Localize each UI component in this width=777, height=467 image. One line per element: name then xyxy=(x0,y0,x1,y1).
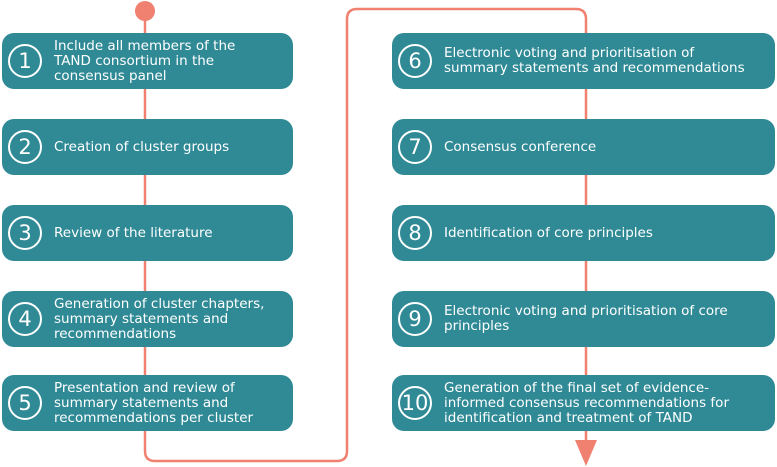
step-2: 2 Creation of cluster groups xyxy=(2,119,293,175)
step-4: 4 Generation of cluster chapters, summar… xyxy=(2,291,293,347)
step-1-text: Include all members of the TAND consorti… xyxy=(54,37,236,84)
step-8: 8 Identification of core principles xyxy=(392,205,775,261)
step-4-text: Generation of cluster chapters, summary … xyxy=(54,295,265,342)
step-6-text: Electronic voting and prioritisation of … xyxy=(444,45,745,76)
step-3-number: 3 xyxy=(8,216,42,250)
flow-start-dot xyxy=(135,1,155,21)
flow-end-arrowhead xyxy=(575,440,597,466)
step-1-number: 1 xyxy=(8,44,42,78)
step-8-number: 8 xyxy=(398,216,432,250)
step-7-number: 7 xyxy=(398,130,432,164)
step-6: 6 Electronic voting and prioritisation o… xyxy=(392,33,775,89)
step-2-number: 2 xyxy=(8,130,42,164)
step-9: 9 Electronic voting and prioritisation o… xyxy=(392,291,775,347)
step-10: 10 Generation of the final set of eviden… xyxy=(392,375,775,431)
step-5-text: Presentation and review of summary state… xyxy=(54,379,254,426)
step-4-number: 4 xyxy=(8,302,42,336)
step-5-number: 5 xyxy=(8,386,42,420)
step-7-text: Consensus conference xyxy=(444,138,597,155)
step-5: 5 Presentation and review of summary sta… xyxy=(2,375,293,431)
step-1: 1 Include all members of the TAND consor… xyxy=(2,33,293,89)
step-3-text: Review of the literature xyxy=(54,224,213,241)
step-7: 7 Consensus conference xyxy=(392,119,775,175)
step-6-number: 6 xyxy=(398,44,432,78)
step-10-text: Generation of the final set of evidence-… xyxy=(444,379,729,426)
step-8-text: Identification of core principles xyxy=(444,224,653,241)
step-3: 3 Review of the literature xyxy=(2,205,293,261)
flow-connector-path xyxy=(143,7,588,463)
step-10-number: 10 xyxy=(398,386,432,420)
step-9-text: Electronic voting and prioritisation of … xyxy=(444,303,728,334)
step-9-number: 9 xyxy=(398,302,432,336)
step-2-text: Creation of cluster groups xyxy=(54,138,230,155)
